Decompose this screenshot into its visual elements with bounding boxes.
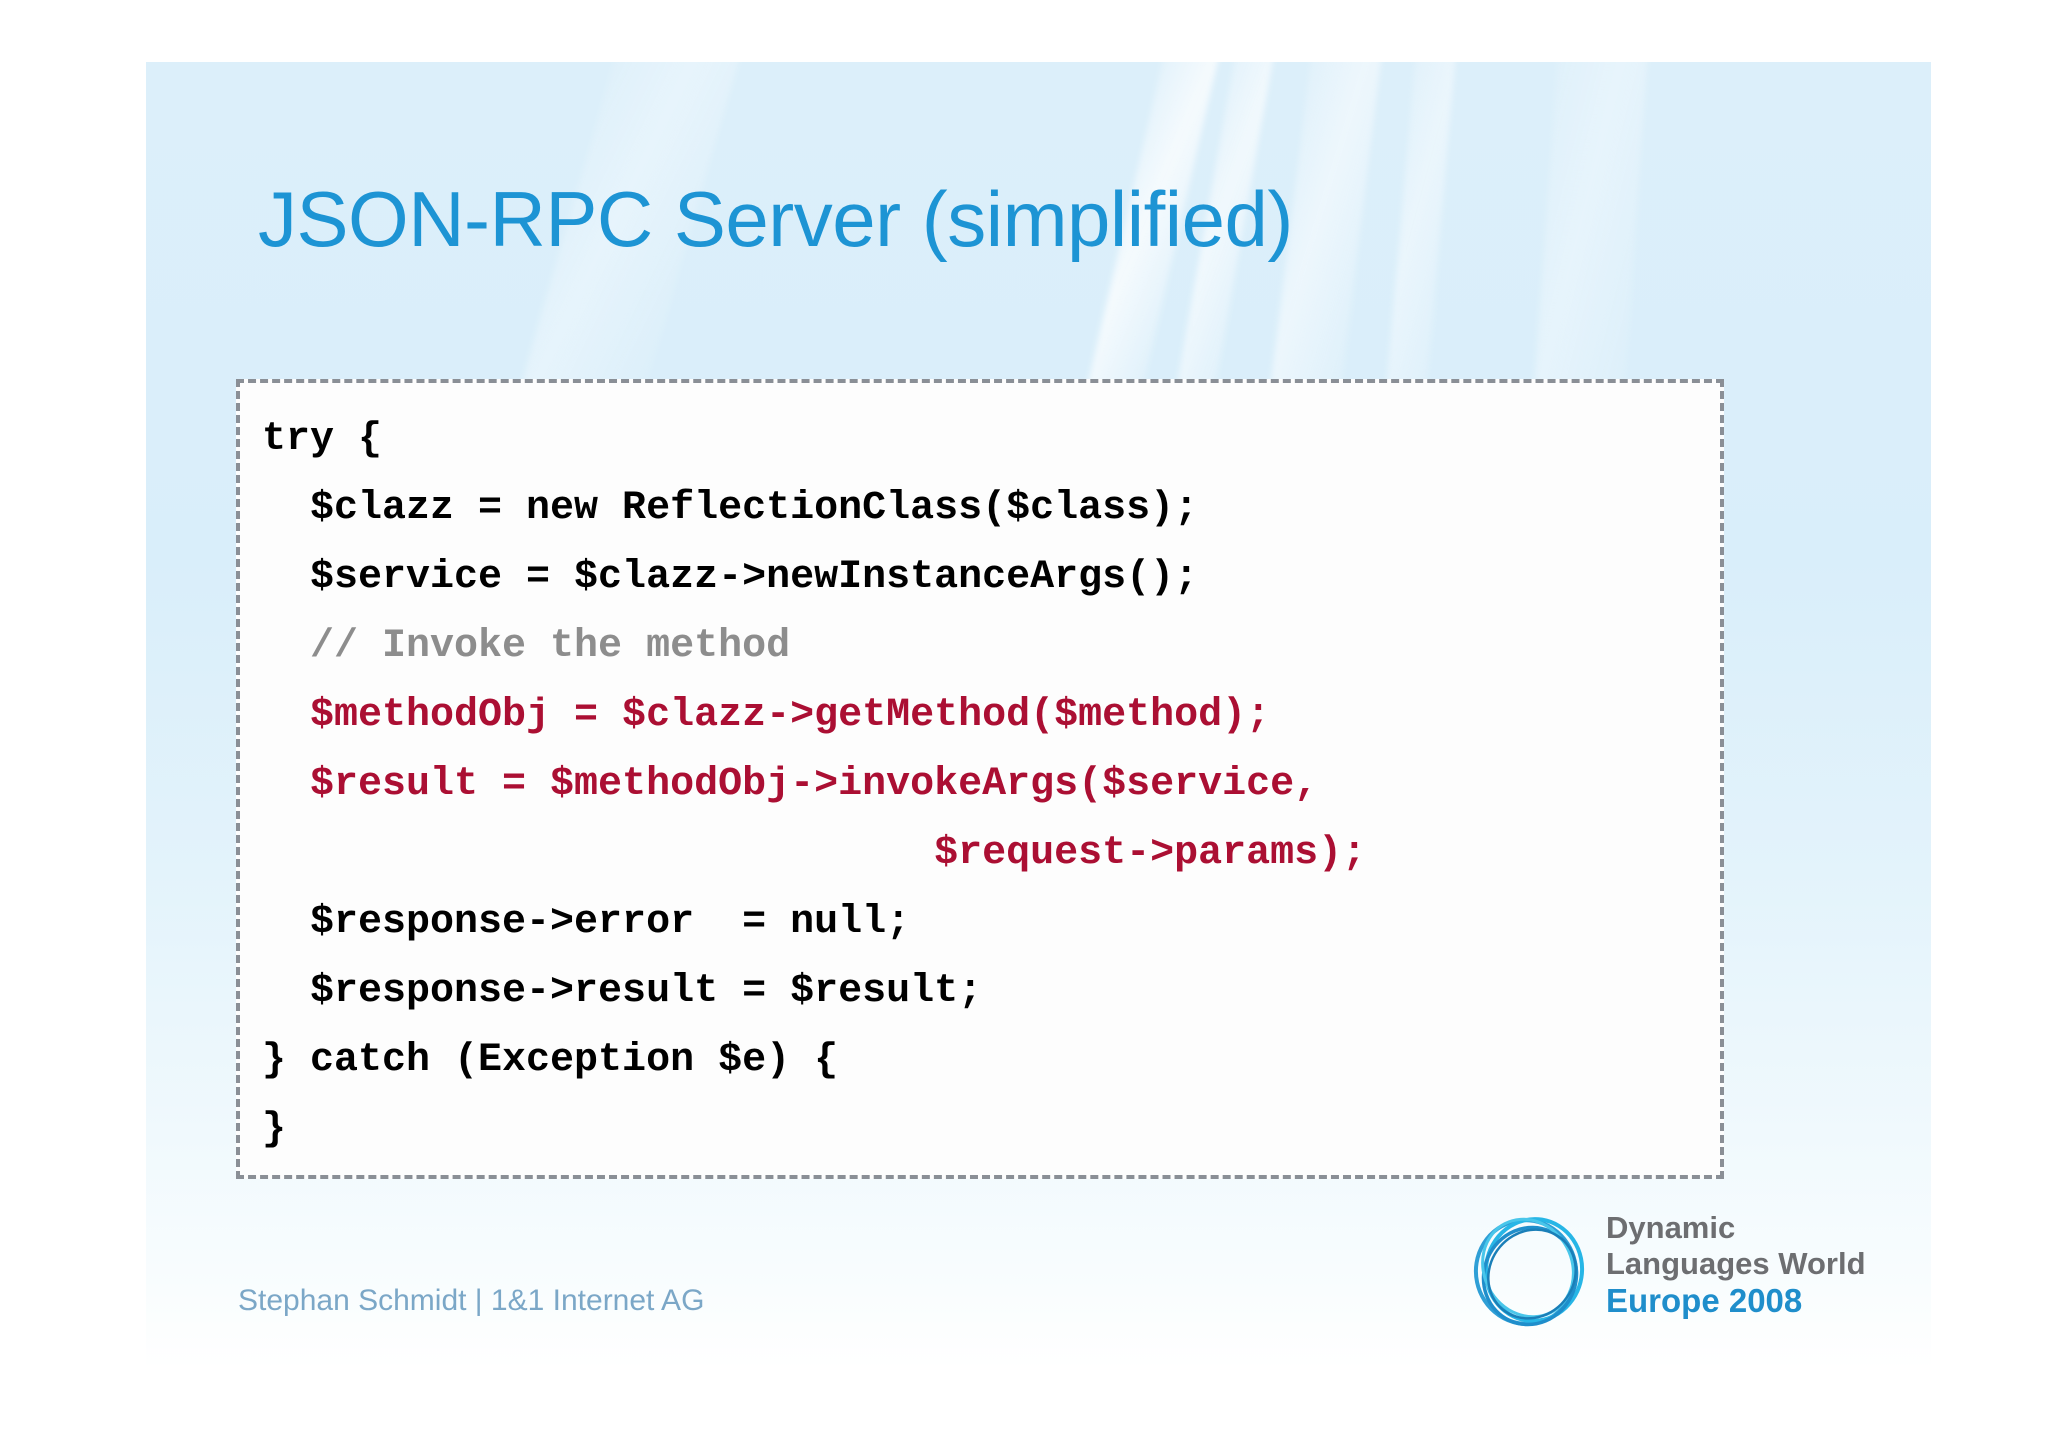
- code-line: $response->error = null;: [262, 900, 911, 945]
- code-line: // Invoke the method: [262, 624, 791, 669]
- code-block: try { $clazz = new ReflectionClass($clas…: [236, 379, 1724, 1179]
- code-line: $request->params);: [262, 831, 1367, 876]
- conference-logo: Dynamic Languages World Europe 2008: [1464, 1202, 1884, 1342]
- code-line: $service = $clazz->newInstanceArgs();: [262, 555, 1199, 600]
- dlw-circles-logo-icon: [1464, 1206, 1596, 1338]
- code-line: $methodObj = $clazz->getMethod($method);: [262, 693, 1271, 738]
- code-line: try {: [262, 417, 383, 462]
- page-title: JSON-RPC Server (simplified): [258, 175, 1293, 263]
- code-line: $clazz = new ReflectionClass($class);: [262, 486, 1199, 531]
- code-line: }: [262, 1107, 287, 1152]
- logo-wordmark: Dynamic Languages World Europe 2008: [1606, 1210, 1886, 1320]
- code-listing: try { $clazz = new ReflectionClass($clas…: [262, 405, 1710, 1164]
- logo-line-dynamic: Dynamic: [1606, 1210, 1736, 1245]
- code-line: $response->result = $result;: [262, 969, 983, 1014]
- code-line: $result = $methodObj->invokeArgs($servic…: [262, 762, 1319, 807]
- slide-canvas: JSON-RPC Server (simplified) try { $claz…: [146, 62, 1931, 1370]
- footer-author: Stephan Schmidt | 1&1 Internet AG: [238, 1284, 705, 1317]
- logo-line-europe-2008: Europe 2008: [1606, 1282, 1803, 1319]
- code-line: } catch (Exception $e) {: [262, 1038, 839, 1083]
- logo-line-languages-world: Languages World: [1606, 1246, 1866, 1281]
